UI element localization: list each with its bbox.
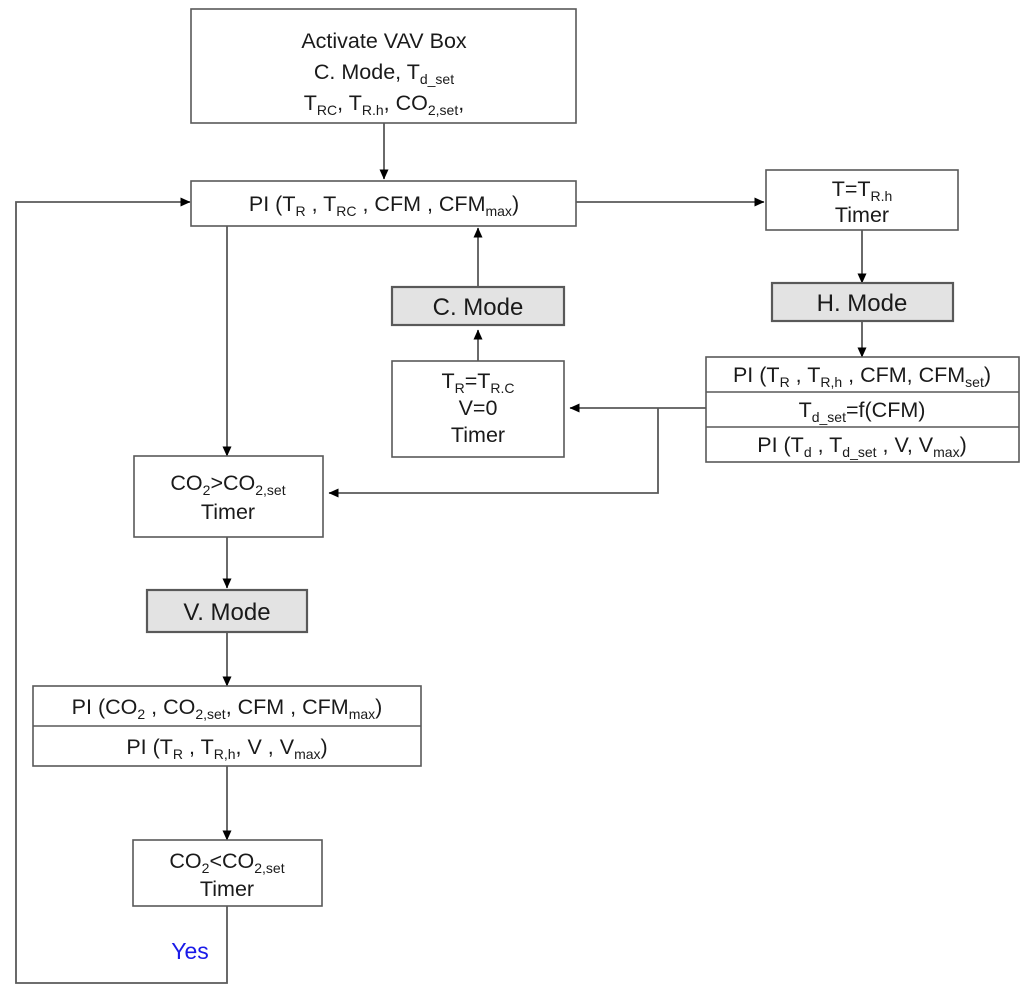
co2-below-line1: CO2<CO2,set xyxy=(169,849,284,876)
activate-line3: TRC, TR.h, CO2,set, xyxy=(304,91,464,118)
node-c-mode: C. Mode xyxy=(390,285,566,327)
tr-reset-line3: Timer xyxy=(451,423,505,447)
node-h-mode: H. Mode xyxy=(770,281,955,323)
pi-cooling-text: PI (TR , TRC , CFM , CFMmax) xyxy=(249,192,519,219)
trh-timer-line2: Timer xyxy=(835,203,889,227)
heating-row1: PI (TR , TR,h , CFM, CFMset) xyxy=(733,363,991,390)
heating-row2: Td_set=f(CFM) xyxy=(799,398,926,425)
connector-feedback-loop-to-pi-cooling xyxy=(15,197,228,984)
node-tr-reset-timer: TR=TR.C V=0 Timer xyxy=(391,360,565,458)
node-co2-above-setpoint: CO2>CO2,set Timer xyxy=(133,455,324,538)
yes-feedback-label: Yes xyxy=(171,938,209,964)
node-pi-cooling: PI (TR , TRC , CFM , CFMmax) xyxy=(190,180,577,227)
node-activate-vav-box: Activate VAV Box C. Mode, Td_set TRC, TR… xyxy=(190,8,577,124)
co2-above-line2: Timer xyxy=(201,500,255,524)
tr-reset-line2: V=0 xyxy=(459,396,498,420)
activate-line1: Activate VAV Box xyxy=(301,29,467,53)
v-mode-label: V. Mode xyxy=(183,599,270,626)
connector-heating-stack-to-co2-above xyxy=(328,408,659,498)
node-co2-below-setpoint: CO2<CO2,set Timer xyxy=(132,839,323,907)
h-mode-label: H. Mode xyxy=(817,290,908,317)
co2-below-line2: Timer xyxy=(200,877,254,901)
ventilation-row2: PI (TR , TR,h, V , Vmax) xyxy=(126,735,327,762)
connectors xyxy=(15,123,867,984)
heating-row3: PI (Td , Td_set , V, Vmax) xyxy=(757,433,967,460)
node-heating-pi-stack: PI (TR , TR,h , CFM, CFMset) Td_set=f(CF… xyxy=(705,356,1020,463)
node-trh-timer: T=TR.h Timer xyxy=(765,169,959,231)
trh-timer-line1: T=TR.h xyxy=(832,177,893,204)
tr-reset-line1: TR=TR.C xyxy=(441,369,514,396)
node-v-mode: V. Mode xyxy=(145,588,309,634)
co2-above-line1: CO2>CO2,set xyxy=(170,471,285,498)
c-mode-label: C. Mode xyxy=(433,294,524,321)
ventilation-row1: PI (CO2 , CO2,set, CFM , CFMmax) xyxy=(72,695,383,722)
node-ventilation-pi-stack: PI (CO2 , CO2,set, CFM , CFMmax) PI (TR … xyxy=(32,685,422,767)
activate-line2: C. Mode, Td_set xyxy=(314,60,454,87)
